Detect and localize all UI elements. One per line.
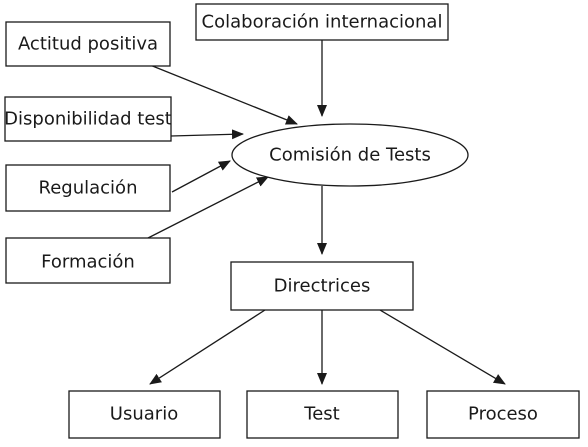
edges [147,40,506,385]
node-actitud: Actitud positiva [5,21,171,67]
node-formacion-label: Formación [41,252,135,273]
node-proceso-label: Proceso [468,404,538,425]
node-colaboracion: Colaboración internacional [195,3,449,41]
edge-disponibilidad-comision [170,129,244,140]
node-usuario: Usuario [68,390,221,439]
node-formacion: Formación [5,237,171,284]
node-comision: Comisión de Tests [231,123,469,187]
node-proceso: Proceso [426,390,580,439]
node-disponibilidad: Disponibilidad test [4,96,172,142]
node-directrices: Directrices [230,261,414,311]
node-disponibilidad-label: Disponibilidad test [4,109,172,130]
edge-regulacion-comision [171,160,231,193]
node-actitud-label: Actitud positiva [18,34,158,55]
node-directrices-label: Directrices [274,276,371,297]
node-test-label: Test [303,404,339,425]
edge-directrices-proceso [379,309,506,385]
node-usuario-label: Usuario [110,404,178,425]
node-colaboracion-label: Colaboración internacional [202,12,443,33]
edge-directrices-usuario [149,309,266,385]
edge-actitud-comision [149,64,298,125]
node-test: Test [246,390,399,439]
node-regulacion: Regulación [5,164,171,212]
edge-formacion-comision [147,176,269,239]
node-comision-label: Comisión de Tests [269,145,431,166]
node-regulacion-label: Regulación [39,178,138,199]
